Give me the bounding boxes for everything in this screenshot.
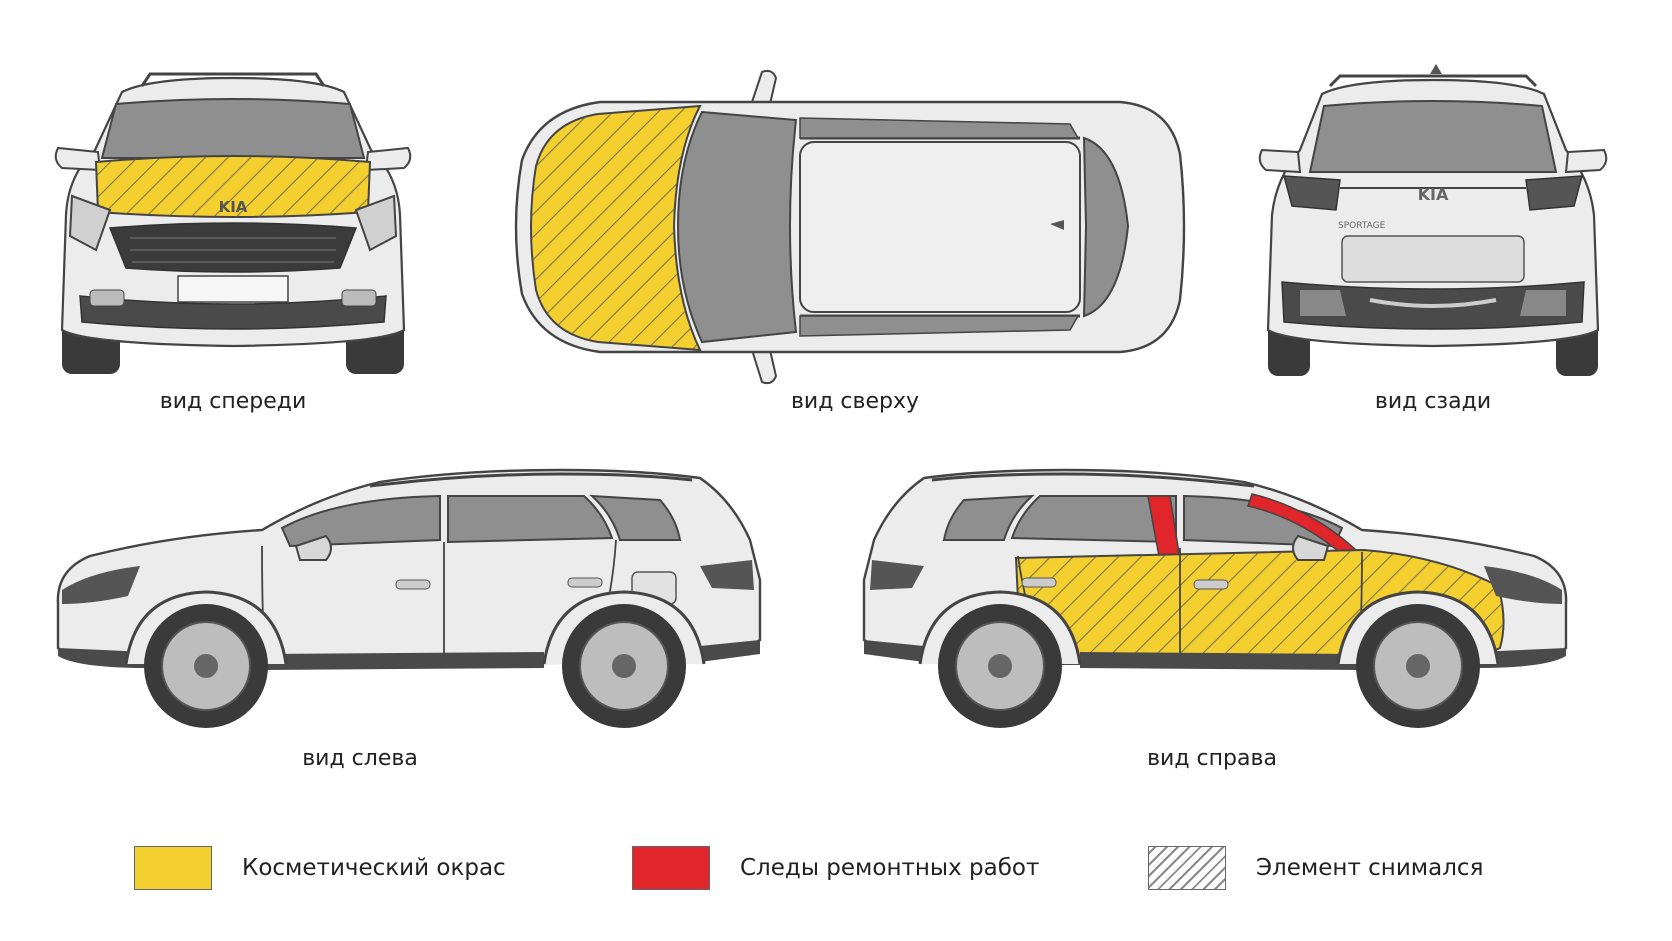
front-view-car: KIA [54,72,412,374]
legend-cosmetic-paint: Косметический окрас [134,846,506,890]
legend-label-removed: Элемент снимался [1256,855,1484,881]
label-right-view: вид справа [1147,746,1277,771]
label-left-view: вид слева [302,746,418,771]
legend-swatch-red [632,846,710,890]
legend-removed-element: Элемент снимался [1148,846,1483,890]
legend-label-repair: Следы ремонтных работ [740,855,1040,881]
right-view-car [862,468,1568,728]
legend-swatch-yellow [134,846,212,890]
rear-model-badge: SPORTAGE [1338,221,1386,231]
legend-repair-traces: Следы ремонтных работ [632,846,1039,890]
legend-label-cosmetic: Косметический окрас [242,855,506,881]
left-view-car [56,468,762,728]
top-view-car [514,69,1186,385]
label-front-view: вид спереди [160,389,307,414]
front-brand-badge: KIA [219,198,248,216]
rear-brand-badge: KIA [1418,185,1449,204]
label-top-view: вид сверху [791,389,919,414]
label-rear-view: вид сзади [1375,389,1491,414]
rear-view-car: KIA SPORTAGE [1258,64,1608,376]
legend-swatch-hatched [1148,846,1226,890]
